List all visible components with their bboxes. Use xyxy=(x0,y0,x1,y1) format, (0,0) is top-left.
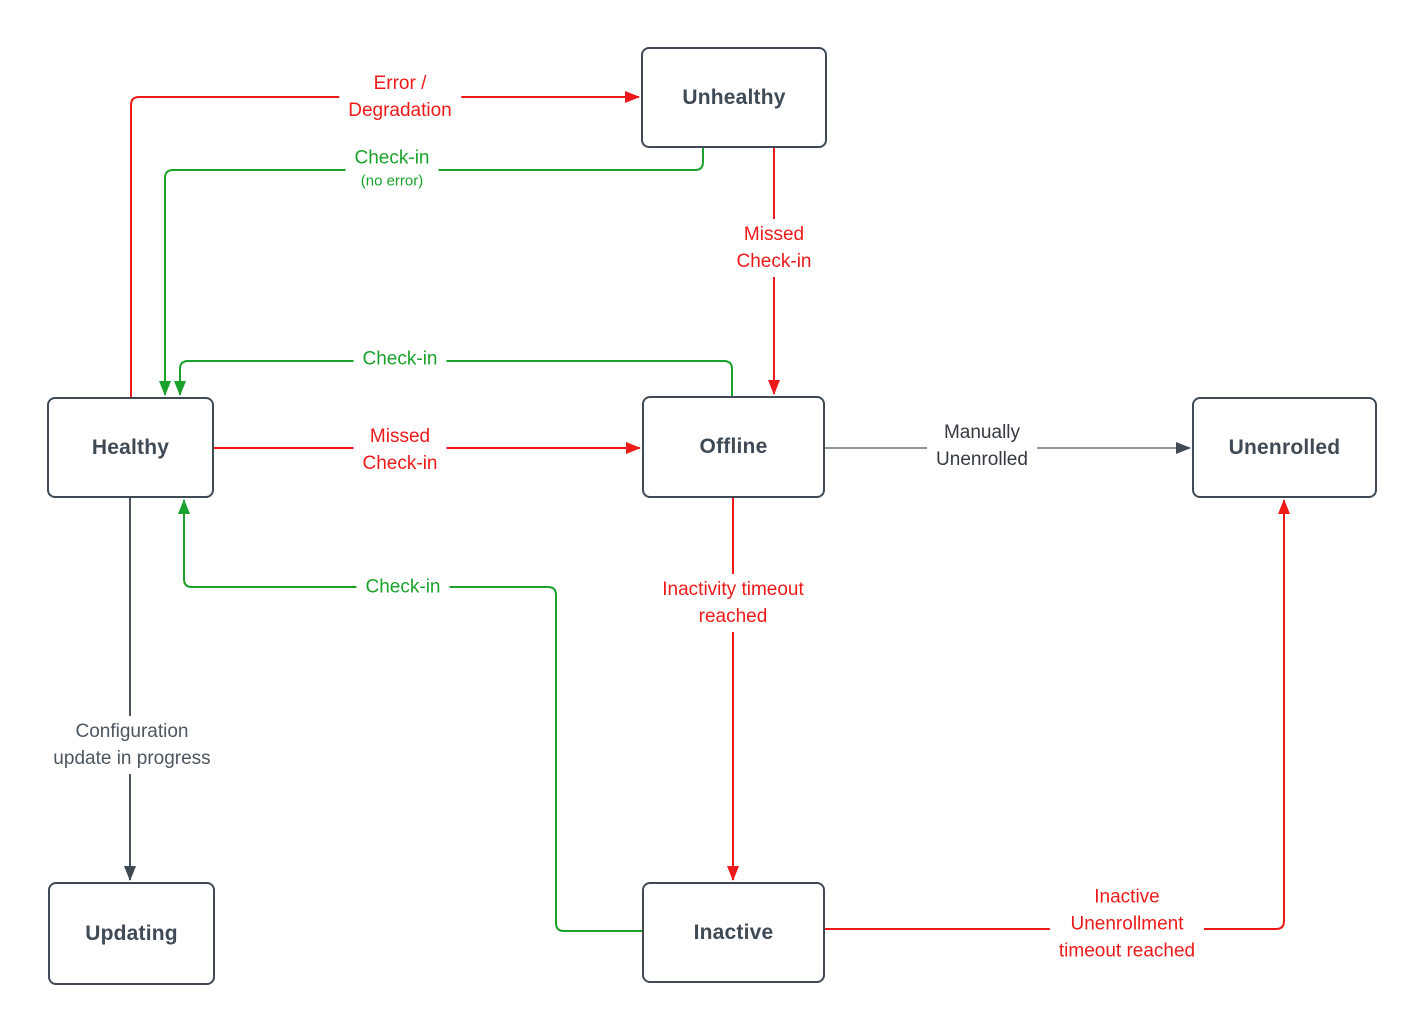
state-node-unhealthy: Unhealthy xyxy=(641,47,827,148)
edge-label-missed-checkin-healthy: Missed Check-in xyxy=(353,421,447,479)
edge-healthy-to-unhealthy xyxy=(130,91,640,397)
edge-label-inactive-unenrollment-timeout: Inactive Unenrollment timeout reached xyxy=(1049,881,1205,967)
state-node-unenrolled: Unenrolled xyxy=(1192,397,1377,498)
state-label-unhealthy: Unhealthy xyxy=(682,85,786,109)
state-label-inactive: Inactive xyxy=(693,920,774,944)
edge-label-checkin-no-error-sub: (no error) xyxy=(360,172,424,190)
edge-label-missed-checkin-unhealthy: Missed Check-in xyxy=(727,219,821,277)
edge-inactive-to-healthy xyxy=(178,499,642,932)
edge-offline-to-healthy xyxy=(174,360,733,396)
edge-label-configuration-update: Configuration update in progress xyxy=(44,716,220,774)
state-label-offline: Offline xyxy=(699,435,768,458)
state-label-updating: Updating xyxy=(85,921,178,945)
edge-label-manually-unenrolled: Manually Unenrolled xyxy=(927,417,1037,475)
edge-label-inactivity-timeout: Inactivity timeout reached xyxy=(653,574,813,632)
state-node-inactive: Inactive xyxy=(642,882,825,983)
state-node-healthy: Healthy xyxy=(47,397,214,498)
edge-label-checkin-no-error: Check-in (no error) xyxy=(345,142,439,194)
edge-label-checkin-no-error-main: Check-in xyxy=(354,147,430,169)
state-node-offline: Offline xyxy=(642,396,825,498)
state-label-healthy: Healthy xyxy=(91,435,170,459)
edge-label-checkin-inactive: Check-in xyxy=(356,571,450,603)
edge-label-checkin-offline: Check-in xyxy=(353,343,447,375)
state-node-updating: Updating xyxy=(48,882,215,985)
edge-label-error-degradation: Error / Degradation xyxy=(339,68,461,126)
state-label-unenrolled: Unenrolled xyxy=(1228,435,1341,459)
edge-inactive-to-unenrolled xyxy=(825,499,1290,930)
